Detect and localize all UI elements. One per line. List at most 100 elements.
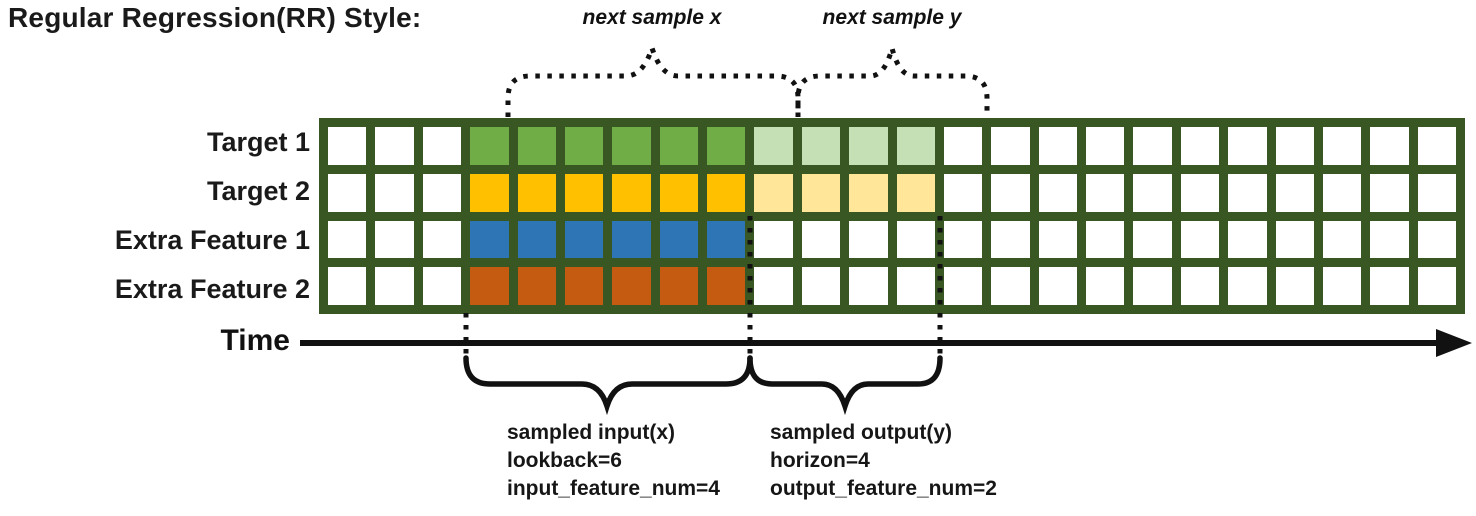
empty-cell-target-1-col23 <box>1370 127 1409 165</box>
horizon-cell-target-1-col13 <box>896 127 935 165</box>
empty-cell-extra-feature-1-col21 <box>1275 220 1314 259</box>
empty-cell-target-1-col17 <box>1086 127 1125 165</box>
lookback-cell-target-1-col8 <box>659 127 698 165</box>
empty-cell-extra-feature-2-col24 <box>1417 267 1456 305</box>
sampled-output-brace <box>747 355 943 416</box>
empty-cell-target-2-col17 <box>1086 173 1125 212</box>
next-sample-y-label: next sample y <box>822 6 962 29</box>
lookback-cell-extra-feature-2-col4 <box>470 267 509 305</box>
empty-cell-target-2-col23 <box>1370 173 1409 212</box>
empty-cell-extra-feature-1-col23 <box>1370 220 1409 259</box>
lookback-cell-extra-feature-2-col9 <box>707 267 746 305</box>
empty-cell-target-1-col19 <box>1180 127 1220 165</box>
empty-cell-target-1-col3 <box>422 127 462 165</box>
empty-cell-target-1-col15 <box>991 127 1030 165</box>
horizon-cell-target-1-col11 <box>801 127 841 165</box>
empty-cell-target-2-col18 <box>1133 173 1172 212</box>
empty-cell-extra-feature-2-col16 <box>1038 267 1077 305</box>
empty-cell-target-2-col21 <box>1275 173 1314 212</box>
empty-cell-target-1-col21 <box>1275 127 1314 165</box>
empty-cell-target-2-col22 <box>1322 173 1362 212</box>
empty-cell-extra-feature-1-col1 <box>328 220 367 259</box>
horizon-cell-target-2-col10 <box>754 173 793 212</box>
empty-cell-target-2-col24 <box>1417 173 1456 212</box>
lookback-cell-extra-feature-2-col6 <box>564 267 604 305</box>
empty-cell-target-2-col2 <box>375 173 414 212</box>
input-feature-num-value: input_feature_num=4 <box>507 477 720 500</box>
empty-cell-target-2-col14 <box>943 173 983 212</box>
sampled-output-title: sampled output(y) <box>770 421 952 444</box>
lookback-cell-target-2-col8 <box>659 173 698 212</box>
output-feature-num-value: output_feature_num=2 <box>770 477 997 500</box>
lookback-cell-extra-feature-1-col5 <box>517 220 556 259</box>
empty-cell-extra-feature-2-col12 <box>849 267 888 305</box>
empty-cell-target-2-col19 <box>1180 173 1220 212</box>
empty-cell-extra-feature-2-col3 <box>422 267 462 305</box>
empty-cell-extra-feature-2-col23 <box>1370 267 1409 305</box>
empty-cell-extra-feature-1-col16 <box>1038 220 1077 259</box>
empty-cell-extra-feature-2-col11 <box>801 267 841 305</box>
empty-cell-extra-feature-1-col24 <box>1417 220 1456 259</box>
lookback-cell-target-1-col5 <box>517 127 556 165</box>
horizon-cell-target-2-col11 <box>801 173 841 212</box>
row-labels: Target 1 Target 2 Extra Feature 1 Extra Fea… <box>0 118 310 314</box>
sampled-input-brace <box>463 355 753 416</box>
lookback-cell-extra-feature-1-col6 <box>564 220 604 259</box>
row-label-extra-feature-1: Extra Feature 1 <box>114 225 310 255</box>
diagram-title: Regular Regression(RR) Style: <box>8 2 422 33</box>
empty-cell-extra-feature-1-col14 <box>943 220 983 259</box>
empty-cell-extra-feature-1-col3 <box>422 220 462 259</box>
empty-cell-extra-feature-1-col20 <box>1228 220 1267 259</box>
empty-cell-extra-feature-2-col18 <box>1133 267 1172 305</box>
horizon-value: horizon=4 <box>770 449 870 472</box>
row-label-target-1: Target 1 <box>206 127 310 157</box>
lookback-cell-target-2-col7 <box>612 173 651 212</box>
empty-cell-extra-feature-1-col18 <box>1133 220 1172 259</box>
sampled-input-note: sampled input(x) lookback=6 input_featur… <box>507 419 720 503</box>
empty-cell-extra-feature-1-col15 <box>991 220 1030 259</box>
horizon-cell-target-2-col13 <box>896 173 935 212</box>
empty-cell-extra-feature-1-col13 <box>896 220 935 259</box>
empty-cell-extra-feature-2-col20 <box>1228 267 1267 305</box>
lookback-cell-extra-feature-1-col9 <box>707 220 746 259</box>
empty-cell-extra-feature-1-col12 <box>849 220 888 259</box>
lookback-cell-target-2-col4 <box>470 173 509 212</box>
time-axis-arrowhead <box>1436 329 1472 357</box>
empty-cell-extra-feature-1-col2 <box>375 220 414 259</box>
lookback-cell-extra-feature-1-col8 <box>659 220 698 259</box>
empty-cell-target-1-col24 <box>1417 127 1456 165</box>
empty-cell-extra-feature-2-col17 <box>1086 267 1125 305</box>
empty-cell-extra-feature-1-col17 <box>1086 220 1125 259</box>
lookback-cell-target-1-col6 <box>564 127 604 165</box>
time-series-grid <box>319 118 1465 314</box>
lookback-cell-extra-feature-1-col4 <box>470 220 509 259</box>
empty-cell-extra-feature-2-col1 <box>328 267 367 305</box>
empty-cell-target-1-col14 <box>943 127 983 165</box>
empty-cell-target-1-col1 <box>328 127 367 165</box>
empty-cell-extra-feature-1-col10 <box>754 220 793 259</box>
empty-cell-extra-feature-2-col15 <box>991 267 1030 305</box>
next-sample-x-brace <box>505 39 801 117</box>
next-sample-y-brace <box>795 47 990 117</box>
lookback-value: lookback=6 <box>507 449 622 472</box>
lookback-cell-extra-feature-1-col7 <box>612 220 651 259</box>
sampled-output-note: sampled output(y) horizon=4 output_featu… <box>770 419 997 503</box>
row-label-extra-feature-2: Extra Feature 2 <box>114 274 310 304</box>
lookback-cell-target-2-col6 <box>564 173 604 212</box>
lookback-cell-target-1-col7 <box>612 127 651 165</box>
empty-cell-target-1-col18 <box>1133 127 1172 165</box>
row-label-target-2: Target 2 <box>206 176 310 206</box>
empty-cell-extra-feature-2-col19 <box>1180 267 1220 305</box>
lookback-cell-extra-feature-2-col5 <box>517 267 556 305</box>
lookback-cell-target-1-col9 <box>707 127 746 165</box>
horizon-cell-target-2-col12 <box>849 173 888 212</box>
next-sample-x-label: next sample x <box>582 6 722 29</box>
empty-cell-target-2-col16 <box>1038 173 1077 212</box>
empty-cell-target-1-col22 <box>1322 127 1362 165</box>
empty-cell-target-2-col3 <box>422 173 462 212</box>
empty-cell-target-2-col20 <box>1228 173 1267 212</box>
empty-cell-extra-feature-2-col2 <box>375 267 414 305</box>
horizon-cell-target-1-col10 <box>754 127 793 165</box>
empty-cell-target-1-col2 <box>375 127 414 165</box>
empty-cell-extra-feature-2-col21 <box>1275 267 1314 305</box>
